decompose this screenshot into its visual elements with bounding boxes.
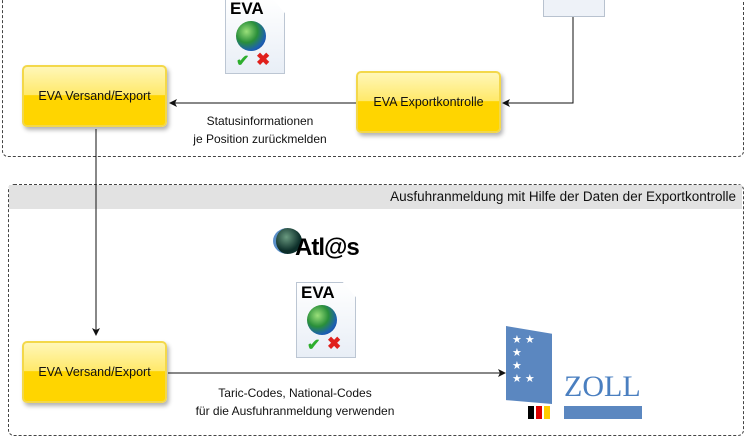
check-icon: ✔: [307, 337, 321, 354]
zoll-logo: ★ ★★★★ ★ ZOLL: [506, 326, 646, 419]
top-section-frame: [2, 0, 744, 157]
check-icon: ✔: [236, 53, 250, 70]
node-eva-versand-export-top: EVA Versand/Export: [22, 65, 167, 127]
eva-document-icon: EVA✔✖: [296, 282, 356, 358]
node-eva-versand-export-bottom: EVA Versand/Export: [22, 341, 167, 403]
globe-icon: [236, 21, 266, 51]
atlas-logo: Atl@s: [273, 226, 383, 266]
section-title: Ausfuhranmeldung mit Hilfe der Daten der…: [9, 185, 742, 209]
stars: ★ ★★★★ ★: [512, 334, 535, 385]
arrow-doc-to-exportkontrolle: [502, 15, 574, 107]
node-eva-exportkontrolle: EVA Exportkontrolle: [356, 71, 501, 133]
globe-icon: [307, 305, 337, 335]
cross-icon: ✖: [327, 334, 342, 353]
eva-document-icon: EVA✔✖: [225, 0, 285, 74]
connectors: [92, 15, 574, 377]
document-icon: [543, 0, 605, 17]
cross-icon: ✖: [256, 50, 271, 69]
